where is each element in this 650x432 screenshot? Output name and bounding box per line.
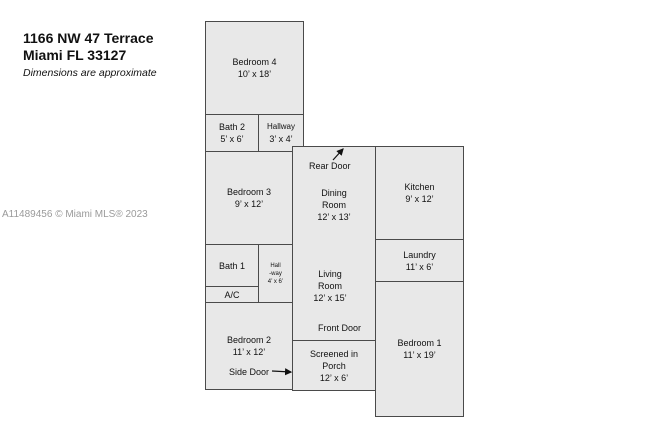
room-bedroom-3: Bedroom 3 9’ x 12’	[205, 151, 293, 245]
rear-door-arrow-icon	[332, 148, 344, 161]
room-label: Bedroom 2	[226, 335, 272, 345]
dimensions-note: Dimensions are approximate	[23, 67, 157, 79]
address-line-2: Miami FL 33127	[23, 47, 127, 63]
room-dimensions: 12’ x 13’	[317, 212, 351, 222]
room-label: Bath 1	[218, 260, 246, 271]
room-label: Hallway	[266, 122, 295, 131]
room-dimensions: 5’ x 6’	[220, 134, 244, 144]
plan-header: 1166 NW 47 Terrace Miami FL 33127 Dimens…	[23, 30, 157, 80]
room-dimensions: 11’ x 6’	[405, 261, 434, 272]
room-dining: Dining Room 12’ x 13’	[292, 187, 376, 223]
room-label: A/C	[224, 289, 240, 300]
room-label-line-2: -way	[269, 270, 282, 277]
room-label-line-2: Porch	[322, 360, 346, 371]
room-dimensions: 10’ x 18’	[237, 69, 272, 79]
room-dimensions: 9’ x 12’	[234, 199, 264, 209]
room-dimensions: 9’ x 12’	[405, 194, 434, 204]
room-bedroom-2: Bedroom 2 11’ x 12’	[205, 302, 293, 390]
side-door-arrow-icon	[271, 368, 293, 376]
room-dining-living	[292, 146, 376, 341]
room-label: Bath 2	[218, 122, 246, 132]
room-dimensions: 12’ x 6’	[319, 372, 349, 383]
room-label-line-1: Screened in	[309, 348, 359, 359]
room-label-line-1: Dining	[321, 188, 347, 198]
room-kitchen: Kitchen 9’ x 12’	[375, 146, 464, 240]
room-label: Kitchen	[404, 182, 435, 192]
room-label-line-2: Room	[321, 200, 346, 210]
room-dimensions: 12’ x 15’	[313, 293, 347, 303]
front-door-label: Front Door	[318, 323, 362, 333]
address-line-1: 1166 NW 47 Terrace	[23, 30, 154, 46]
room-label-line-2: Room	[317, 281, 342, 291]
room-label: Bedroom 4	[232, 57, 277, 67]
side-door-label: Side Door	[229, 367, 270, 377]
room-bedroom-1: Bedroom 1 11’ x 19’	[375, 281, 464, 417]
room-label: Laundry	[403, 249, 436, 260]
room-label: Bedroom 1	[397, 338, 442, 348]
room-hallway: Hallway 3’ x 4’	[258, 114, 304, 152]
room-bedroom-4: Bedroom 4 10’ x 18’	[205, 21, 304, 115]
room-dimensions: 4’ x 6’	[267, 278, 284, 285]
room-label-line-1: Living	[318, 269, 342, 279]
room-dimensions: 3’ x 4’	[269, 134, 293, 144]
room-label: Bedroom 3	[226, 187, 272, 197]
room-living: Living Room 12’ x 15’	[292, 268, 368, 304]
room-label-line-1: Hall	[270, 262, 281, 269]
mls-watermark: A11489456 © Miami MLS® 2023	[2, 209, 148, 220]
room-dimensions: 11’ x 12’	[232, 347, 266, 357]
rear-door-label: Rear Door	[309, 161, 351, 171]
room-screened-porch: Screened in Porch 12’ x 6’	[292, 340, 376, 391]
room-dimensions: 11’ x 19’	[403, 350, 436, 360]
